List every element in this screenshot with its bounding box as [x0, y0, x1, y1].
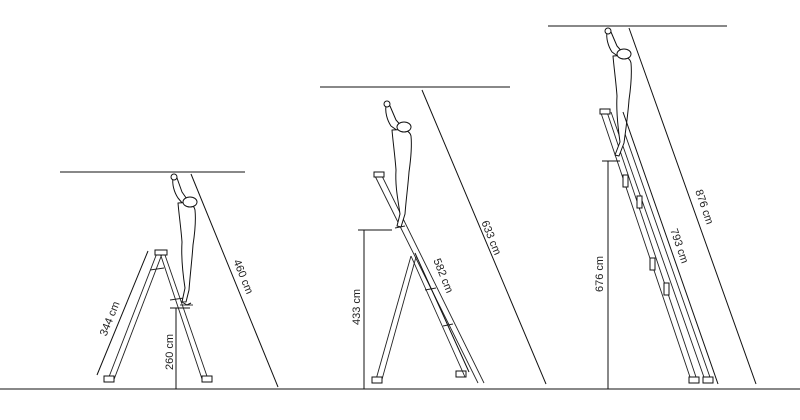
person-figure	[383, 100, 412, 228]
dim-line-reach	[628, 27, 757, 385]
extension-ladder	[599, 108, 714, 384]
dim-line-ladder	[96, 250, 149, 376]
reach-height-label: 460 cm	[230, 258, 255, 296]
platform-height-label: 433 cm	[351, 289, 363, 325]
scene-combination: 433 cm 582 cm 633 cm	[320, 86, 547, 389]
dim-line-ladder	[414, 252, 470, 373]
reach-height-label: 876 cm	[692, 188, 715, 226]
stepladder	[103, 249, 213, 383]
dim-line-reach	[190, 173, 279, 388]
person-figure	[170, 173, 198, 306]
ladder-length-label: 793 cm	[667, 227, 690, 265]
person-figure	[604, 27, 632, 157]
platform-height-label: 676 cm	[594, 256, 606, 292]
dim-line-ladder	[622, 111, 719, 385]
scene-extension: 676 cm 793 cm 876 cm	[548, 25, 757, 389]
combination-ladder	[371, 171, 485, 384]
dim-line-reach	[421, 89, 547, 385]
scene-a-frame: 344 cm 260 cm 460 cm	[60, 171, 279, 389]
ladder-length-label: 344 cm	[98, 300, 123, 338]
ladder-length-label: 582 cm	[430, 257, 455, 295]
reach-height-label: 633 cm	[478, 219, 503, 257]
platform-height-label: 260 cm	[164, 334, 176, 370]
